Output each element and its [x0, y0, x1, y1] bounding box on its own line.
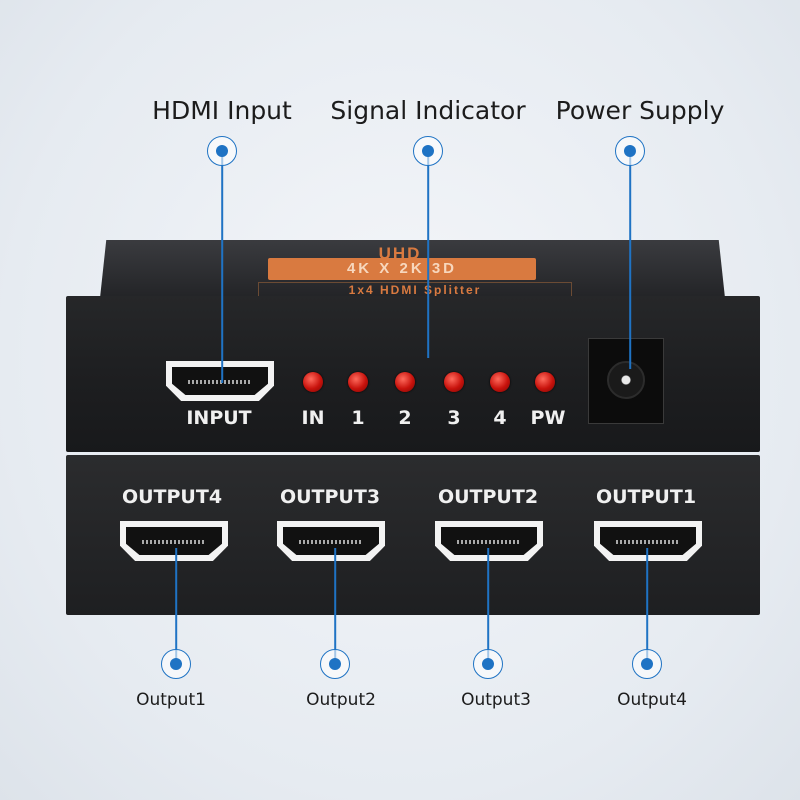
hdmi-input-leader: [221, 151, 223, 383]
bottom-label-output4: Output4: [617, 690, 687, 710]
hdmi-input-marker-icon: [207, 136, 237, 166]
badge-main: 4K X 2K 3D: [268, 258, 536, 280]
signal-indicator-leader: [427, 151, 429, 358]
led-label-pw: PW: [530, 407, 566, 429]
output2-leader: [334, 548, 336, 664]
signal-indicator-callout: Signal Indicator: [330, 96, 526, 125]
power-jack: [588, 338, 664, 424]
hdmi-input-callout: HDMI Input: [152, 96, 292, 125]
bottom-label-output2: Output2: [306, 690, 376, 710]
output2-label: OUTPUT2: [437, 486, 539, 508]
led-in: [303, 372, 323, 392]
input-port-label: INPUT: [186, 407, 252, 429]
output1-leader: [175, 548, 177, 664]
led-pw: [535, 372, 555, 392]
bottom-label-output1: Output1: [136, 690, 206, 710]
led-2: [395, 372, 415, 392]
power-supply-marker-icon: [615, 136, 645, 166]
led-label-1: 1: [351, 407, 365, 429]
output1-marker-icon: [161, 649, 191, 679]
output4-label: OUTPUT4: [121, 486, 223, 508]
led-label-4: 4: [493, 407, 507, 429]
led-1: [348, 372, 368, 392]
bottom-label-output3: Output3: [461, 690, 531, 710]
power-supply-callout: Power Supply: [555, 96, 725, 125]
hdmi-output4-port: [120, 521, 228, 561]
led-3: [444, 372, 464, 392]
output1-label: OUTPUT1: [595, 486, 697, 508]
hdmi-output2-port: [435, 521, 543, 561]
led-label-3: 3: [447, 407, 461, 429]
output3-leader: [487, 548, 489, 664]
output4-leader: [646, 548, 648, 664]
output3-label: OUTPUT3: [279, 486, 381, 508]
power-supply-leader: [629, 151, 631, 369]
output4-marker-icon: [632, 649, 662, 679]
output3-marker-icon: [473, 649, 503, 679]
hdmi-output3-port: [277, 521, 385, 561]
hdmi-input-port: [166, 361, 274, 401]
signal-indicator-marker-icon: [413, 136, 443, 166]
output2-marker-icon: [320, 649, 350, 679]
led-4: [490, 372, 510, 392]
led-label-2: 2: [398, 407, 412, 429]
led-label-in: IN: [301, 407, 325, 429]
hdmi-output1-port: [594, 521, 702, 561]
